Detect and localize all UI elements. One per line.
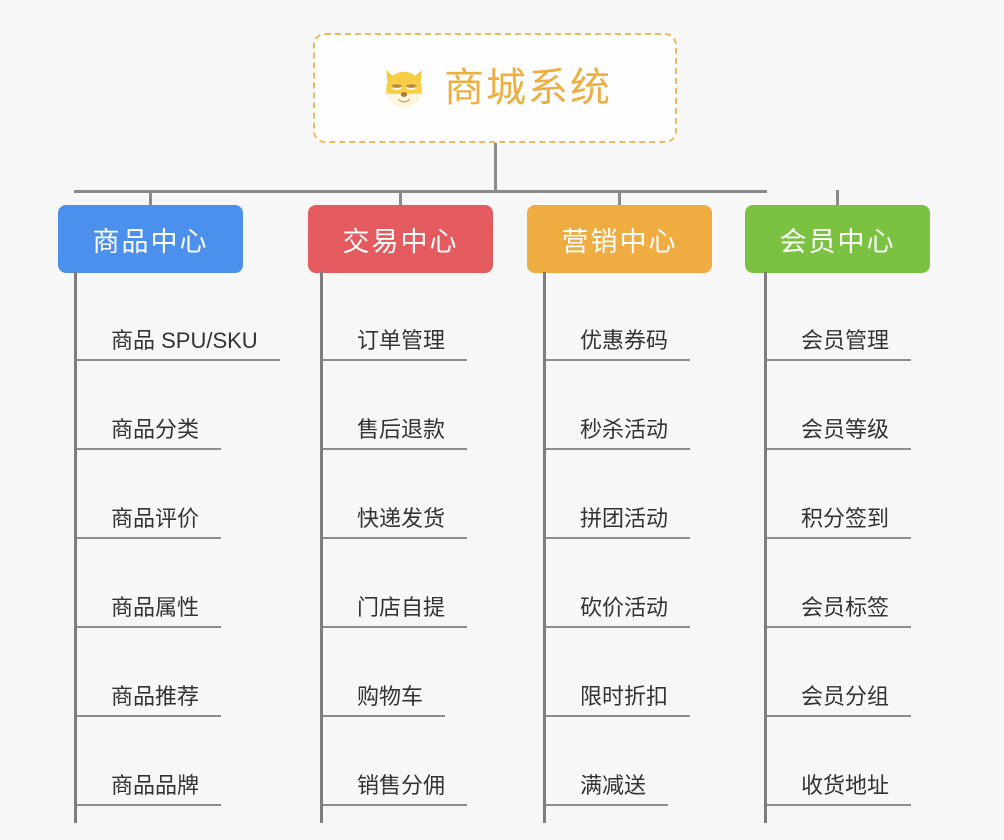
shiba-dog-face-icon — [386, 70, 422, 108]
leaf-item[interactable]: 快递发货 — [323, 450, 468, 539]
leaf-label: 购物车 — [323, 684, 446, 717]
category-label-4: 会员中心 — [779, 226, 896, 257]
category-box-3[interactable]: 营销中心 — [527, 205, 712, 273]
leaf-item[interactable]: 商品分类 — [77, 361, 222, 450]
leaf-item[interactable]: 商品 SPU/SKU — [77, 272, 280, 361]
leaf-label: 优惠券码 — [546, 328, 691, 361]
category-box-4[interactable]: 会员中心 — [745, 205, 930, 273]
leaf-label: 会员标签 — [767, 595, 912, 628]
leaf-label: 订单管理 — [323, 328, 468, 361]
leaf-label: 商品分类 — [77, 417, 222, 450]
category-label-2: 交易中心 — [342, 226, 459, 257]
leaf-label: 会员管理 — [767, 328, 912, 361]
leaf-label: 门店自提 — [323, 595, 468, 628]
leaf-item[interactable]: 商品推荐 — [77, 628, 222, 717]
category-box-1[interactable]: 商品中心 — [58, 205, 243, 273]
leaf-label: 收货地址 — [767, 773, 912, 806]
leaf-item[interactable]: 优惠券码 — [546, 272, 691, 361]
leaf-label: 销售分佣 — [323, 773, 468, 806]
branch-trunk-3 — [543, 272, 546, 823]
leaf-item[interactable]: 商品评价 — [77, 450, 222, 539]
leaf-label: 秒杀活动 — [546, 417, 691, 450]
leaf-label: 快递发货 — [323, 506, 468, 539]
leaf-item[interactable]: 拼团活动 — [546, 450, 691, 539]
leaf-label: 商品推荐 — [77, 684, 222, 717]
leaf-label: 商品 SPU/SKU — [77, 328, 280, 361]
leaf-item[interactable]: 砍价活动 — [546, 539, 691, 628]
leaf-item[interactable]: 限时折扣 — [546, 628, 691, 717]
leaf-item[interactable]: 满减送 — [546, 717, 669, 806]
leaf-item[interactable]: 会员等级 — [767, 361, 912, 450]
leaf-item[interactable]: 门店自提 — [323, 539, 468, 628]
leaf-label: 满减送 — [546, 773, 669, 806]
horizontal-bus-connector — [74, 190, 767, 193]
drop-connector-4 — [836, 190, 839, 206]
leaf-item[interactable]: 收货地址 — [767, 717, 912, 806]
category-label-3: 营销中心 — [561, 226, 678, 257]
leaf-label: 限时折扣 — [546, 684, 691, 717]
root-title: 商城系统 — [444, 66, 612, 110]
leaf-item[interactable]: 秒杀活动 — [546, 361, 691, 450]
leaf-item[interactable]: 购物车 — [323, 628, 446, 717]
leaf-label: 砍价活动 — [546, 595, 691, 628]
leaf-item[interactable]: 销售分佣 — [323, 717, 468, 806]
category-label-1: 商品中心 — [92, 226, 209, 257]
drop-connector-3 — [618, 190, 621, 206]
leaf-item[interactable]: 订单管理 — [323, 272, 468, 361]
leaf-item[interactable]: 商品品牌 — [77, 717, 222, 806]
branch-trunk-2 — [320, 272, 323, 823]
root-stem-connector — [494, 143, 497, 193]
branch-trunk-4 — [764, 272, 767, 823]
leaf-label: 积分签到 — [767, 506, 912, 539]
leaf-item[interactable]: 会员标签 — [767, 539, 912, 628]
leaf-item[interactable]: 会员分组 — [767, 628, 912, 717]
leaf-label: 售后退款 — [323, 417, 468, 450]
branch-trunk-1 — [74, 272, 77, 823]
leaf-item[interactable]: 积分签到 — [767, 450, 912, 539]
drop-connector-1 — [149, 190, 152, 206]
leaf-label: 商品评价 — [77, 506, 222, 539]
leaf-label: 商品品牌 — [77, 773, 222, 806]
leaf-label: 会员分组 — [767, 684, 912, 717]
drop-connector-2 — [399, 190, 402, 206]
root-node[interactable]: 商城系统 — [313, 33, 677, 143]
leaf-item[interactable]: 会员管理 — [767, 272, 912, 361]
leaf-label: 会员等级 — [767, 417, 912, 450]
category-box-2[interactable]: 交易中心 — [308, 205, 493, 273]
leaf-item[interactable]: 售后退款 — [323, 361, 468, 450]
leaf-item[interactable]: 商品属性 — [77, 539, 222, 628]
leaf-label: 拼团活动 — [546, 506, 691, 539]
leaf-label: 商品属性 — [77, 595, 222, 628]
